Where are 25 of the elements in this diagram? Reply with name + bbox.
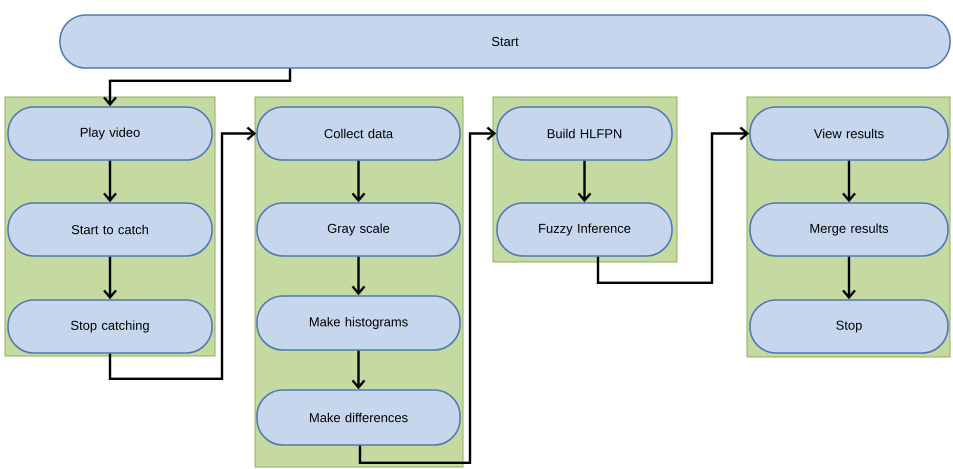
process-pill: Fuzzy Inference <box>496 202 673 257</box>
arrow <box>358 126 496 464</box>
arrow <box>352 256 366 296</box>
arrow <box>842 256 856 300</box>
process-pill: Gray scale <box>256 202 461 257</box>
arrow <box>596 126 750 284</box>
arrow <box>103 68 292 106</box>
process-pill: Start to catch <box>7 202 213 257</box>
process-pill: Stop <box>749 299 949 354</box>
arrow <box>578 160 592 202</box>
arrow <box>352 350 366 390</box>
process-pill: Stop catching <box>7 299 213 354</box>
arrow <box>842 160 856 202</box>
arrow <box>103 160 117 202</box>
start-terminal: Start <box>59 14 951 69</box>
process-pill: Play video <box>7 106 213 161</box>
arrow <box>108 126 256 380</box>
process-pill: Build HLFPN <box>496 106 673 161</box>
process-pill: Make differences <box>256 389 461 446</box>
process-pill: Merge results <box>749 202 949 257</box>
process-pill: Collect data <box>256 106 461 161</box>
arrow <box>103 256 117 300</box>
arrow <box>352 160 366 202</box>
process-pill: Make histograms <box>256 295 461 351</box>
process-pill: View results <box>749 106 949 161</box>
